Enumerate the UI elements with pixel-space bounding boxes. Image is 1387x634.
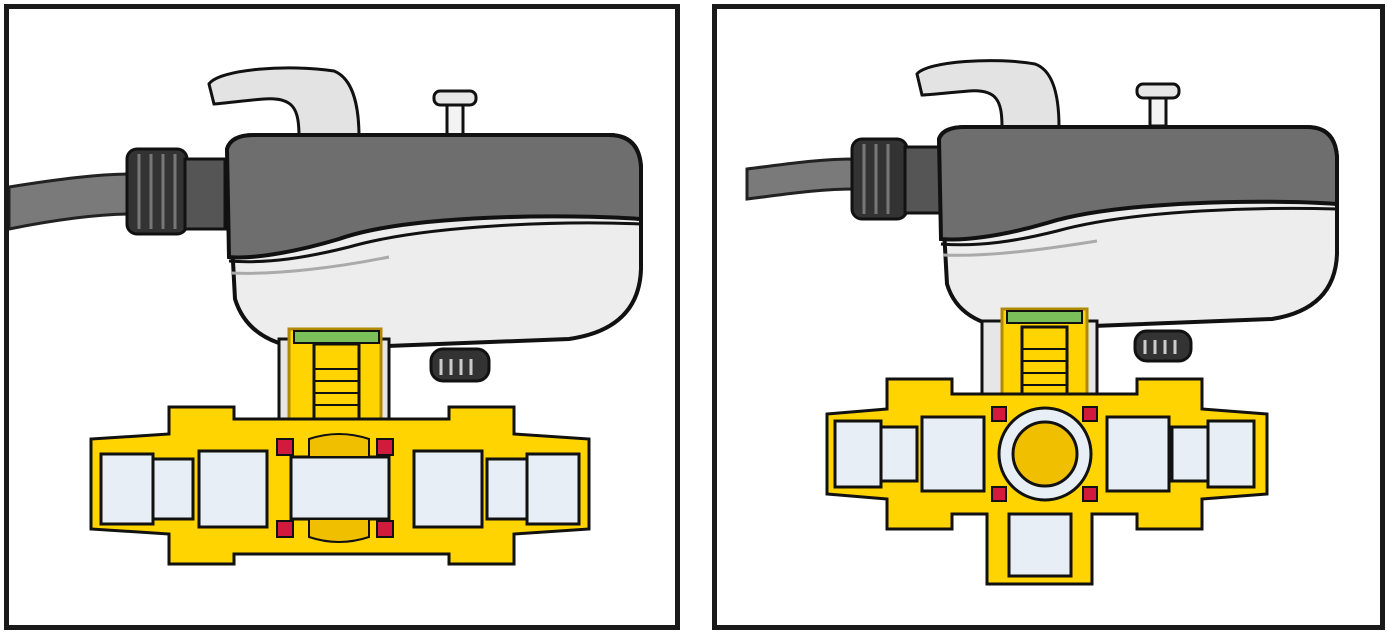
cable-icon bbox=[9, 172, 136, 231]
actuator-housing-icon bbox=[936, 125, 1339, 332]
seal-icon bbox=[276, 520, 294, 538]
three-way-valve-panel bbox=[712, 4, 1385, 630]
valve-body-icon bbox=[89, 405, 591, 566]
cable-gland-icon bbox=[125, 147, 227, 236]
two-way-valve-panel bbox=[4, 4, 680, 630]
manual-lever-icon bbox=[915, 59, 1061, 129]
seal-icon bbox=[991, 406, 1007, 422]
two-way-valve-diagram bbox=[9, 66, 643, 566]
seal-icon bbox=[276, 438, 294, 456]
seal-icon bbox=[1082, 406, 1098, 422]
adjustment-knob-icon bbox=[1133, 329, 1193, 363]
ball-icon bbox=[308, 433, 370, 458]
seal-icon bbox=[376, 438, 394, 456]
actuator-housing-icon bbox=[224, 133, 643, 352]
seal-icon bbox=[376, 520, 394, 538]
push-button-icon bbox=[432, 89, 478, 137]
push-button-icon bbox=[1135, 82, 1181, 128]
manual-lever-icon bbox=[207, 66, 361, 139]
seal-icon bbox=[991, 486, 1007, 502]
ball-icon bbox=[1011, 420, 1079, 488]
three-way-valve-diagram bbox=[745, 59, 1339, 586]
adjustment-knob-icon bbox=[429, 347, 491, 383]
cable-icon bbox=[745, 157, 859, 201]
cable-gland-icon bbox=[850, 137, 943, 221]
valve-body-icon bbox=[825, 377, 1269, 586]
valve-stem-icon bbox=[980, 307, 1099, 406]
seal-icon bbox=[1082, 486, 1098, 502]
